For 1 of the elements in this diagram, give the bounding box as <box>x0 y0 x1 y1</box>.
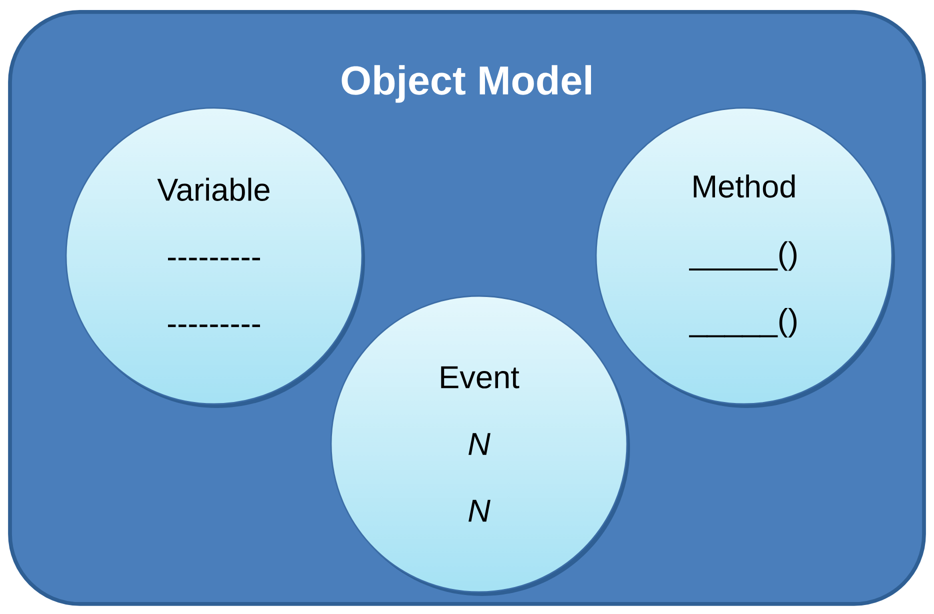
panel-title: Object Model <box>342 65 591 103</box>
